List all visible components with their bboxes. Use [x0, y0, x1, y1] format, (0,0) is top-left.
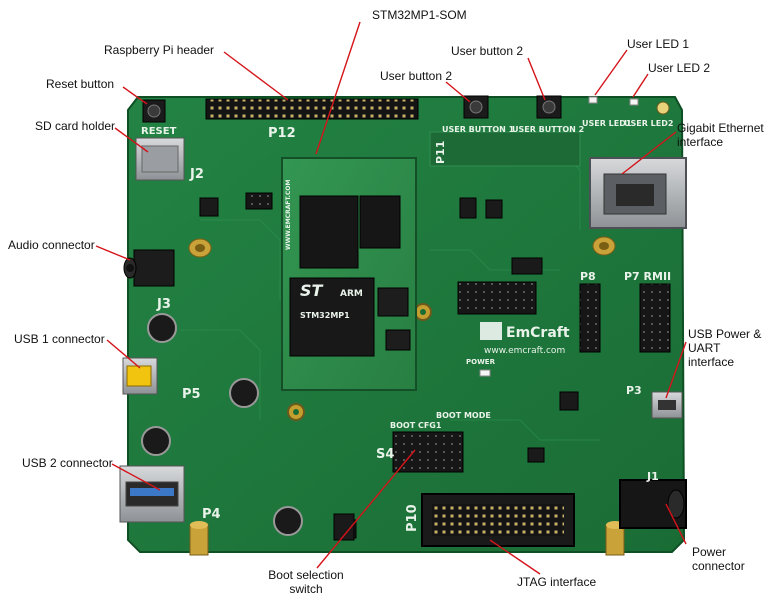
- callout-usb1-connector: USB 1 connector: [14, 332, 105, 346]
- silk-s4: S4: [376, 447, 394, 462]
- audio-connector: [123, 249, 175, 287]
- power-jack: [619, 479, 687, 529]
- silk-boot-mode: BOOT MODE: [436, 411, 491, 420]
- silk-p5: P5: [182, 387, 201, 402]
- raspberry-pi-header: [205, 98, 419, 120]
- boot-selection-switch: [392, 431, 464, 473]
- callout-user-led-2: User LED 2: [648, 61, 711, 75]
- user-led-1: [588, 96, 598, 104]
- silk-user-led1: USER LED1: [582, 119, 632, 128]
- leader-user-led2: [632, 73, 649, 98]
- leader-som: [315, 21, 361, 155]
- callout-usb-power-uart: USB Power & UART interface: [688, 327, 762, 369]
- callout-sd-card-holder: SD card holder: [35, 119, 116, 133]
- jp3-header: [333, 513, 355, 541]
- gigabit-ethernet-jack: [589, 157, 687, 229]
- leader-audio: [95, 245, 131, 261]
- emcraft-website: www.emcraft.com: [484, 346, 565, 356]
- silk-p10: P10: [405, 504, 420, 532]
- leader-usb2: [111, 463, 161, 491]
- leader-jtag: [489, 539, 541, 575]
- silk-st-logo: ST: [300, 281, 324, 300]
- leader-ethernet: [621, 131, 677, 175]
- standoffs: [188, 236, 625, 556]
- leader-rpi-header: [223, 51, 289, 101]
- silk-stm32: STM32MP1: [300, 311, 350, 320]
- silk-p4: P4: [202, 507, 221, 522]
- callout-gigabit-ethernet: Gigabit Ethernet interface: [677, 121, 764, 149]
- leader-power: [665, 503, 687, 545]
- user-led-2: [629, 98, 639, 106]
- leader-user-btn2-a: [445, 81, 471, 103]
- stm32mp1-som-module: [281, 157, 417, 391]
- leader-usb-power-uart: [665, 341, 687, 399]
- p8-header: [579, 283, 601, 353]
- p11-header: [429, 131, 581, 167]
- callout-user-button-2-a: User button 2: [380, 69, 453, 83]
- leader-boot-switch: [316, 449, 416, 569]
- leader-user-btn2-b: [527, 57, 546, 101]
- silk-power: POWER: [466, 358, 496, 366]
- callout-usb2-connector: USB 2 connector: [22, 456, 113, 470]
- emcraft-logo-text: EmCraft: [506, 325, 570, 341]
- callout-reset-button: Reset button: [46, 77, 115, 91]
- callout-jtag-interface: JTAG interface: [517, 575, 597, 589]
- usb1-connector: [122, 357, 158, 395]
- silk-p12: P12: [268, 126, 296, 141]
- user-button-2: [536, 95, 562, 119]
- silk-som-site: WWW.EMCRAFT.COM: [285, 180, 292, 250]
- silk-user-button-1: USER BUTTON 1: [442, 125, 515, 134]
- silk-j3: J3: [156, 297, 171, 312]
- reset-button: [142, 99, 166, 123]
- silk-boot-cfg: BOOT CFG1: [390, 421, 442, 430]
- silk-j2: J2: [189, 167, 204, 182]
- emcraft-logo: EmCraft www.emcraft.com: [480, 322, 570, 356]
- silk-user-led2: USER LED2: [624, 119, 673, 128]
- silk-p7: P7 RMII: [624, 270, 671, 283]
- callout-audio-connector: Audio connector: [8, 238, 95, 252]
- callout-raspberry-pi-header: Raspberry Pi header: [104, 43, 215, 57]
- callout-stm32mp1-som: STM32MP1-SOM: [372, 8, 467, 22]
- leader-reset: [122, 86, 148, 105]
- leader-sd-card: [114, 127, 149, 153]
- leader-usb1: [106, 339, 141, 369]
- p7-rmii-header: [639, 283, 671, 353]
- silk-reset: RESET: [141, 126, 177, 137]
- callout-user-led-1: User LED 1: [627, 37, 690, 51]
- jtag-connector: [421, 493, 575, 547]
- sd-card-holder: [135, 137, 185, 181]
- callout-boot-selection-switch: Boot selection switch: [268, 568, 344, 596]
- silkscreen-labels: RESET P12 J2 J3 P5 P4 P10 P11 P8 P7 RMII…: [141, 119, 673, 532]
- callout-power-connector: Power connector: [692, 545, 745, 573]
- jumper-header: [245, 192, 273, 210]
- silk-user-button-2: USER BUTTON 2: [512, 125, 584, 134]
- callout-user-button-2-b: User button 2: [451, 44, 524, 58]
- silk-j1: J1: [646, 470, 659, 483]
- leader-user-led1: [594, 49, 628, 96]
- silk-p11: P11: [434, 141, 447, 164]
- silk-p3: P3: [626, 384, 642, 397]
- silk-arm: ARM: [340, 289, 363, 299]
- electrolytic-capacitors: [141, 313, 303, 536]
- p13-header: [457, 281, 537, 315]
- power-led: [479, 369, 491, 377]
- silk-p8: P8: [580, 270, 596, 283]
